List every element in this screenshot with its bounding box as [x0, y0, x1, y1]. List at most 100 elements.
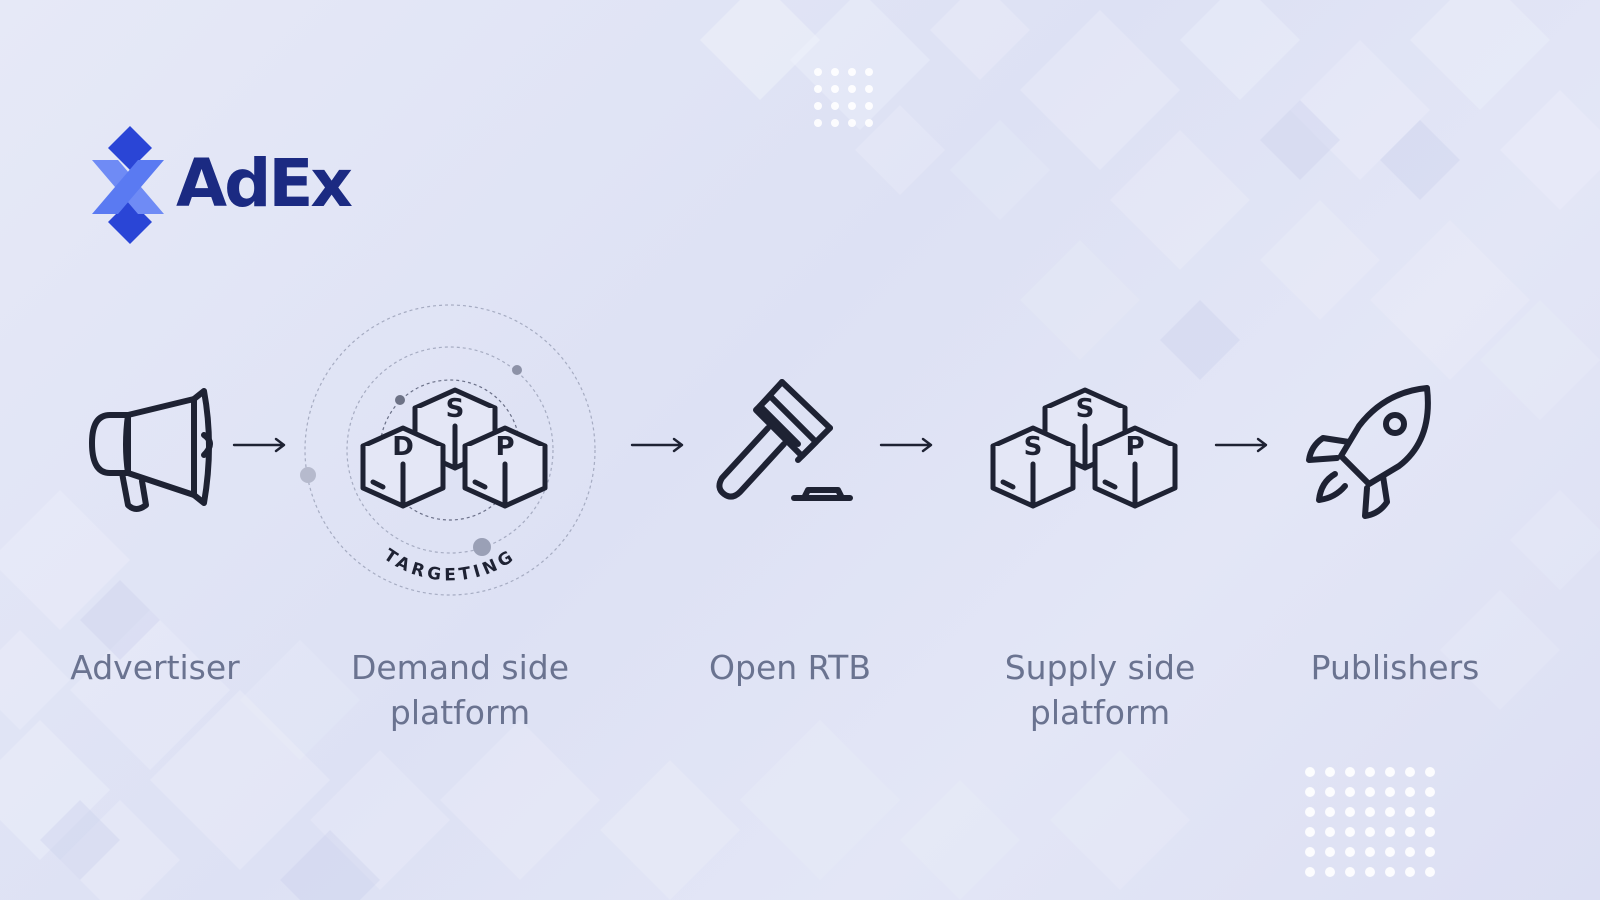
bg-dot [1365, 867, 1375, 877]
bg-dot [1425, 807, 1435, 817]
bg-dot [1385, 827, 1395, 837]
bg-dot [865, 119, 873, 127]
box-letter: S [1024, 432, 1043, 462]
bg-diamond [1180, 0, 1300, 100]
bg-dot [1325, 847, 1335, 857]
bg-diamond [790, 0, 930, 130]
bg-dot [1305, 867, 1315, 877]
bg-dot [1425, 827, 1435, 837]
bg-dot [1345, 767, 1355, 777]
bg-dot [1385, 787, 1395, 797]
bg-diamond [60, 800, 180, 900]
step-label-line: Supply side [1004, 648, 1196, 687]
bg-diamond [1500, 90, 1600, 210]
bg-dot [1425, 787, 1435, 797]
bg-dot [1305, 807, 1315, 817]
bg-diamond [900, 780, 1020, 900]
bg-dot [1425, 767, 1435, 777]
bg-dot [831, 68, 839, 76]
orbit-dot [395, 395, 405, 405]
rocket-icon [1306, 385, 1431, 519]
bg-dot [1325, 767, 1335, 777]
bg-diamond [0, 490, 130, 630]
bg-diamond [1440, 590, 1560, 710]
bg-diamond [1410, 0, 1550, 110]
bg-dot [1385, 807, 1395, 817]
bg-diamond [80, 580, 160, 660]
step-label-ssp: Supply side platform [960, 645, 1240, 735]
bg-diamond [40, 800, 120, 880]
bg-diamond [740, 720, 900, 880]
flow-arrow [232, 437, 286, 453]
letter-box: P [1092, 425, 1178, 509]
orbit-dot [473, 538, 491, 556]
bg-diamond [1260, 100, 1340, 180]
bg-dot [848, 68, 856, 76]
bg-diamond [1050, 750, 1190, 890]
step-label-line: Advertiser [70, 648, 240, 687]
bg-dot [831, 102, 839, 110]
step-label-line: Publishers [1310, 648, 1480, 687]
orbit-dot [512, 365, 522, 375]
bg-diamond [1160, 300, 1240, 380]
bg-dot [1365, 787, 1375, 797]
bg-diamond [310, 750, 450, 890]
bg-diamond [600, 760, 740, 900]
bg-dot [848, 102, 856, 110]
flow-arrow [879, 437, 933, 453]
box-letter: P [1125, 432, 1144, 462]
step-label-open-rtb: Open RTB [650, 645, 930, 690]
bg-diamond [150, 690, 330, 870]
bg-dot [1345, 787, 1355, 797]
bg-dot [1345, 827, 1355, 837]
bg-dot [1405, 847, 1415, 857]
bg-dot [1305, 827, 1315, 837]
bg-diamond [240, 640, 360, 760]
bg-dot [1365, 847, 1375, 857]
step-label-dsp: Demand side platform [320, 645, 600, 735]
brand-name: AdEx [176, 145, 353, 222]
bg-dot [1325, 787, 1335, 797]
letter-box: P [462, 425, 548, 509]
bg-diamond [1380, 120, 1460, 200]
bg-diamond [950, 120, 1050, 220]
bg-diamond [1020, 10, 1180, 170]
flow-arrow [630, 437, 684, 453]
bg-dot [848, 85, 856, 93]
bg-dot [1305, 767, 1315, 777]
bg-dot [1325, 807, 1335, 817]
bg-dot [1305, 787, 1315, 797]
bg-diamond [0, 720, 110, 860]
bg-dot [1385, 867, 1395, 877]
bg-dot [1385, 847, 1395, 857]
orbit-dot [300, 467, 316, 483]
bg-dot [1325, 867, 1335, 877]
bg-dot [814, 102, 822, 110]
bg-dot [1425, 867, 1435, 877]
bg-dot [1325, 827, 1335, 837]
step-label-advertiser: Advertiser [40, 645, 270, 690]
flow-arrow [1214, 437, 1268, 453]
gavel-icon [716, 379, 853, 501]
box-letter: S [1076, 394, 1095, 424]
letter-box: S [990, 425, 1076, 509]
letter-box: D [360, 425, 446, 509]
bg-diamond [700, 0, 820, 100]
box-letter: S [446, 394, 465, 424]
step-label-line: platform [1029, 693, 1171, 732]
bg-diamond [1260, 200, 1380, 320]
bg-dot [814, 85, 822, 93]
bg-diamond [280, 830, 380, 900]
bg-dot [814, 119, 822, 127]
step-label-line: Open RTB [709, 648, 871, 687]
bg-dot [814, 68, 822, 76]
bg-diamond [1110, 130, 1250, 270]
bg-dot [1345, 847, 1355, 857]
adex-logo: AdEx [92, 126, 362, 246]
bg-dot [831, 119, 839, 127]
bg-dot [1405, 807, 1415, 817]
